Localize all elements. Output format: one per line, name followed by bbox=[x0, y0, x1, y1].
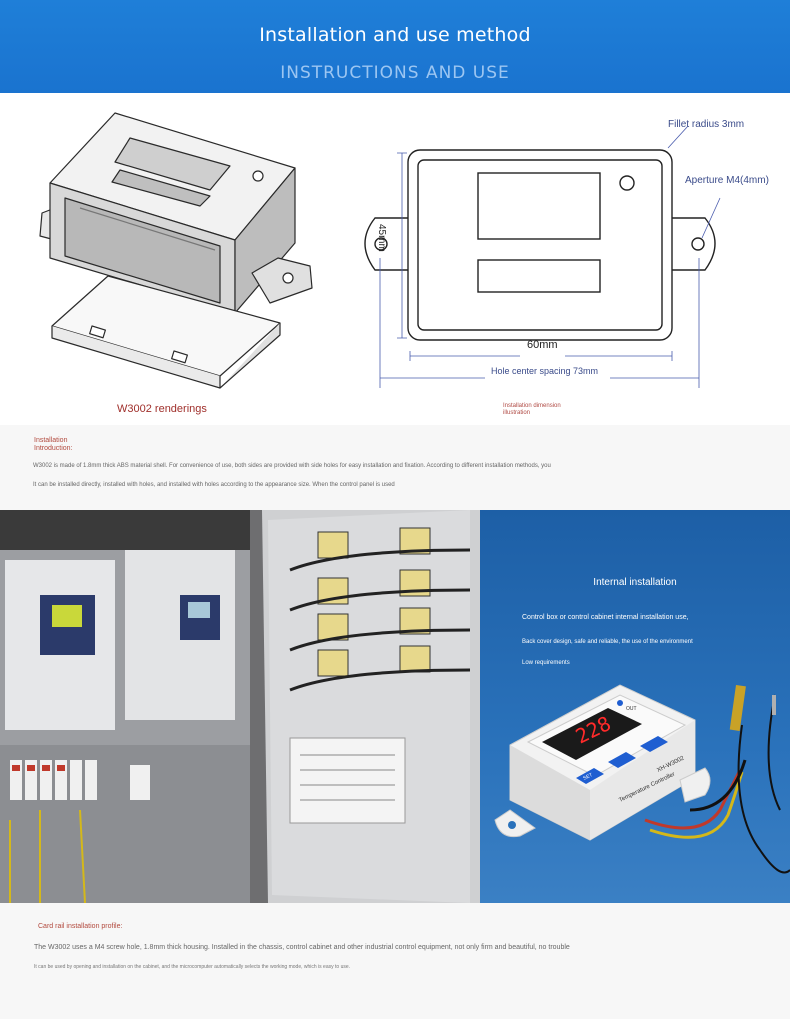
internal-heading: Internal installation bbox=[593, 577, 677, 588]
rendering-illustration bbox=[39, 112, 313, 389]
intro-heading: Installation Introduction: bbox=[34, 437, 73, 452]
rail-heading: Card rail installation profile: bbox=[38, 923, 123, 930]
card-rail-section: Card rail installation profile: The W300… bbox=[0, 903, 790, 1019]
rail-paragraph-2: It can be used by opening and installati… bbox=[34, 964, 351, 970]
fillet-label: Fillet radius 3mm bbox=[668, 119, 745, 130]
installation-intro: Installation Introduction: W3002 is made… bbox=[0, 425, 790, 510]
width-label: 60mm bbox=[527, 339, 558, 351]
set-button-label: SET bbox=[582, 772, 593, 782]
header-banner: Installation and use method INSTRUCTIONS… bbox=[0, 0, 790, 93]
intro-paragraph-1: W3002 is made of 1.8mm thick ABS materia… bbox=[33, 463, 551, 469]
drawings-section: 45mm 60mm Hole center spacing 73mm Fille… bbox=[0, 93, 790, 425]
render-caption: W3002 renderings bbox=[117, 403, 207, 415]
dimension-caption: Installation dimension illustration bbox=[503, 403, 561, 416]
aperture-label: Aperture M4(4mm) bbox=[685, 175, 769, 186]
intro-paragraph-2: It can be installed directly, installed … bbox=[33, 482, 395, 488]
dimension-drawing bbox=[364, 125, 721, 388]
page-title: Installation and use method bbox=[259, 24, 531, 46]
hole-spacing-label: Hole center spacing 73mm bbox=[491, 366, 599, 376]
page-subtitle: INSTRUCTIONS AND USE bbox=[280, 63, 510, 83]
internal-installation-panel: Internal installation Control box or con… bbox=[480, 510, 790, 903]
internal-line-3: Low requirements bbox=[522, 660, 570, 666]
internal-line-1: Control box or control cabinet internal … bbox=[522, 614, 689, 621]
rail-paragraph-1: The W3002 uses a M4 screw hole, 1.8mm th… bbox=[34, 944, 570, 951]
out-label: OUT bbox=[626, 706, 637, 712]
internal-line-2: Back cover design, safe and reliable, th… bbox=[522, 639, 693, 645]
controller-product-image: 228 SET Temperature Controller XH-W3002 … bbox=[494, 684, 790, 874]
cabinet-photo bbox=[0, 510, 480, 903]
height-label: 45mm bbox=[376, 224, 387, 252]
